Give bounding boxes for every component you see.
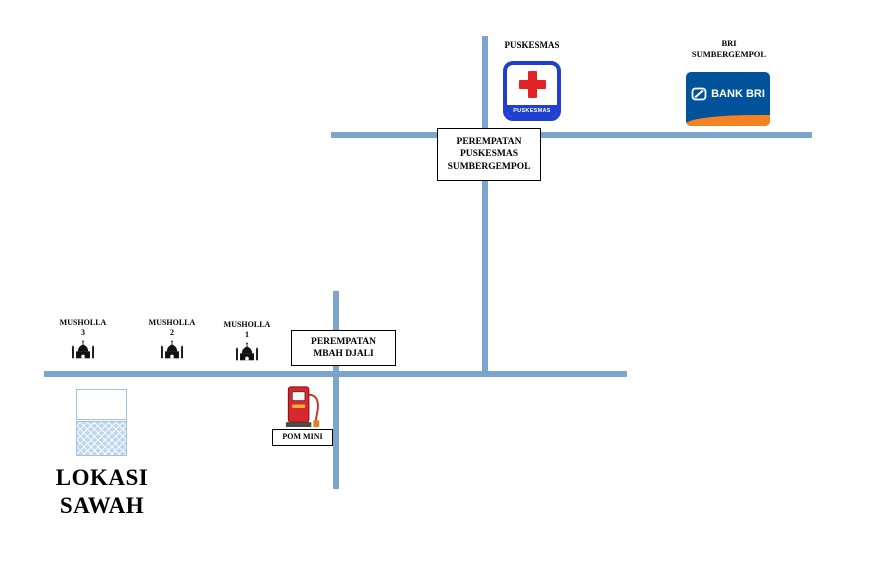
legend-hatched-box	[76, 421, 127, 456]
puskesmas-label: PUSKESMAS	[504, 40, 560, 50]
intersection-box-puskesmas: PEREMPATAN PUSKESMAS SUMBERGEMPOL	[437, 128, 541, 181]
lokasi-line1: LOKASI	[55, 465, 149, 490]
musholla-1: MUSHOLLA 1	[217, 320, 277, 361]
fuel-pump-icon	[285, 386, 320, 428]
intersection-puskesmas-line2: PUSKESMAS	[459, 149, 519, 160]
road-main-horizontal	[331, 132, 812, 138]
intersection-box-mbah-djali: PEREMPATAN MBAH DJALI	[291, 330, 396, 366]
bri-logo: BANK BRI	[686, 72, 770, 126]
puskesmas-icon: PUSKESMAS	[503, 61, 561, 121]
bri-label: BRI SUMBERGEMPOL	[668, 38, 790, 60]
musholla-2: MUSHOLLA 2	[142, 318, 202, 359]
musholla-3: MUSHOLLA 3	[53, 318, 113, 359]
musholla-1-name: MUSHOLLA	[223, 320, 271, 329]
lokasi-line2: SAWAH	[59, 493, 145, 518]
bri-logo-row: BANK BRI	[686, 72, 770, 115]
mosque-icon	[160, 340, 184, 359]
mosque-icon	[71, 340, 95, 359]
intersection-mbah-line1: PEREMPATAN	[311, 336, 376, 347]
intersection-mbah-line2: MBAH DJALI	[313, 349, 374, 359]
musholla-2-name: MUSHOLLA	[148, 318, 196, 327]
musholla-2-number: 2	[170, 327, 174, 337]
mosque-icon	[235, 342, 259, 361]
intersection-puskesmas-line1: PEREMPATAN	[456, 136, 522, 147]
musholla-3-name: MUSHOLLA	[59, 318, 107, 327]
pom-mini-label: POM MINI	[272, 429, 333, 446]
road-mbah-djali-vertical	[333, 291, 339, 489]
bri-label-line2: SUMBERGEMPOL	[691, 49, 767, 59]
lokasi-sawah-label: LOKASI SAWAH	[38, 464, 166, 520]
musholla-3-number: 3	[81, 327, 85, 337]
bri-symbol-icon	[691, 87, 707, 100]
puskesmas-icon-caption: PUSKESMAS	[507, 105, 557, 117]
red-cross-icon	[507, 65, 557, 105]
bri-logo-text: BANK BRI	[711, 87, 765, 100]
musholla-1-number: 1	[245, 329, 249, 339]
intersection-puskesmas-line3: SUMBERGEMPOL	[447, 161, 531, 172]
bri-label-line1: BRI	[721, 38, 737, 48]
bri-orange-swoosh	[686, 115, 770, 126]
road-puskesmas-vertical	[482, 36, 488, 375]
legend-empty-box	[76, 389, 127, 420]
